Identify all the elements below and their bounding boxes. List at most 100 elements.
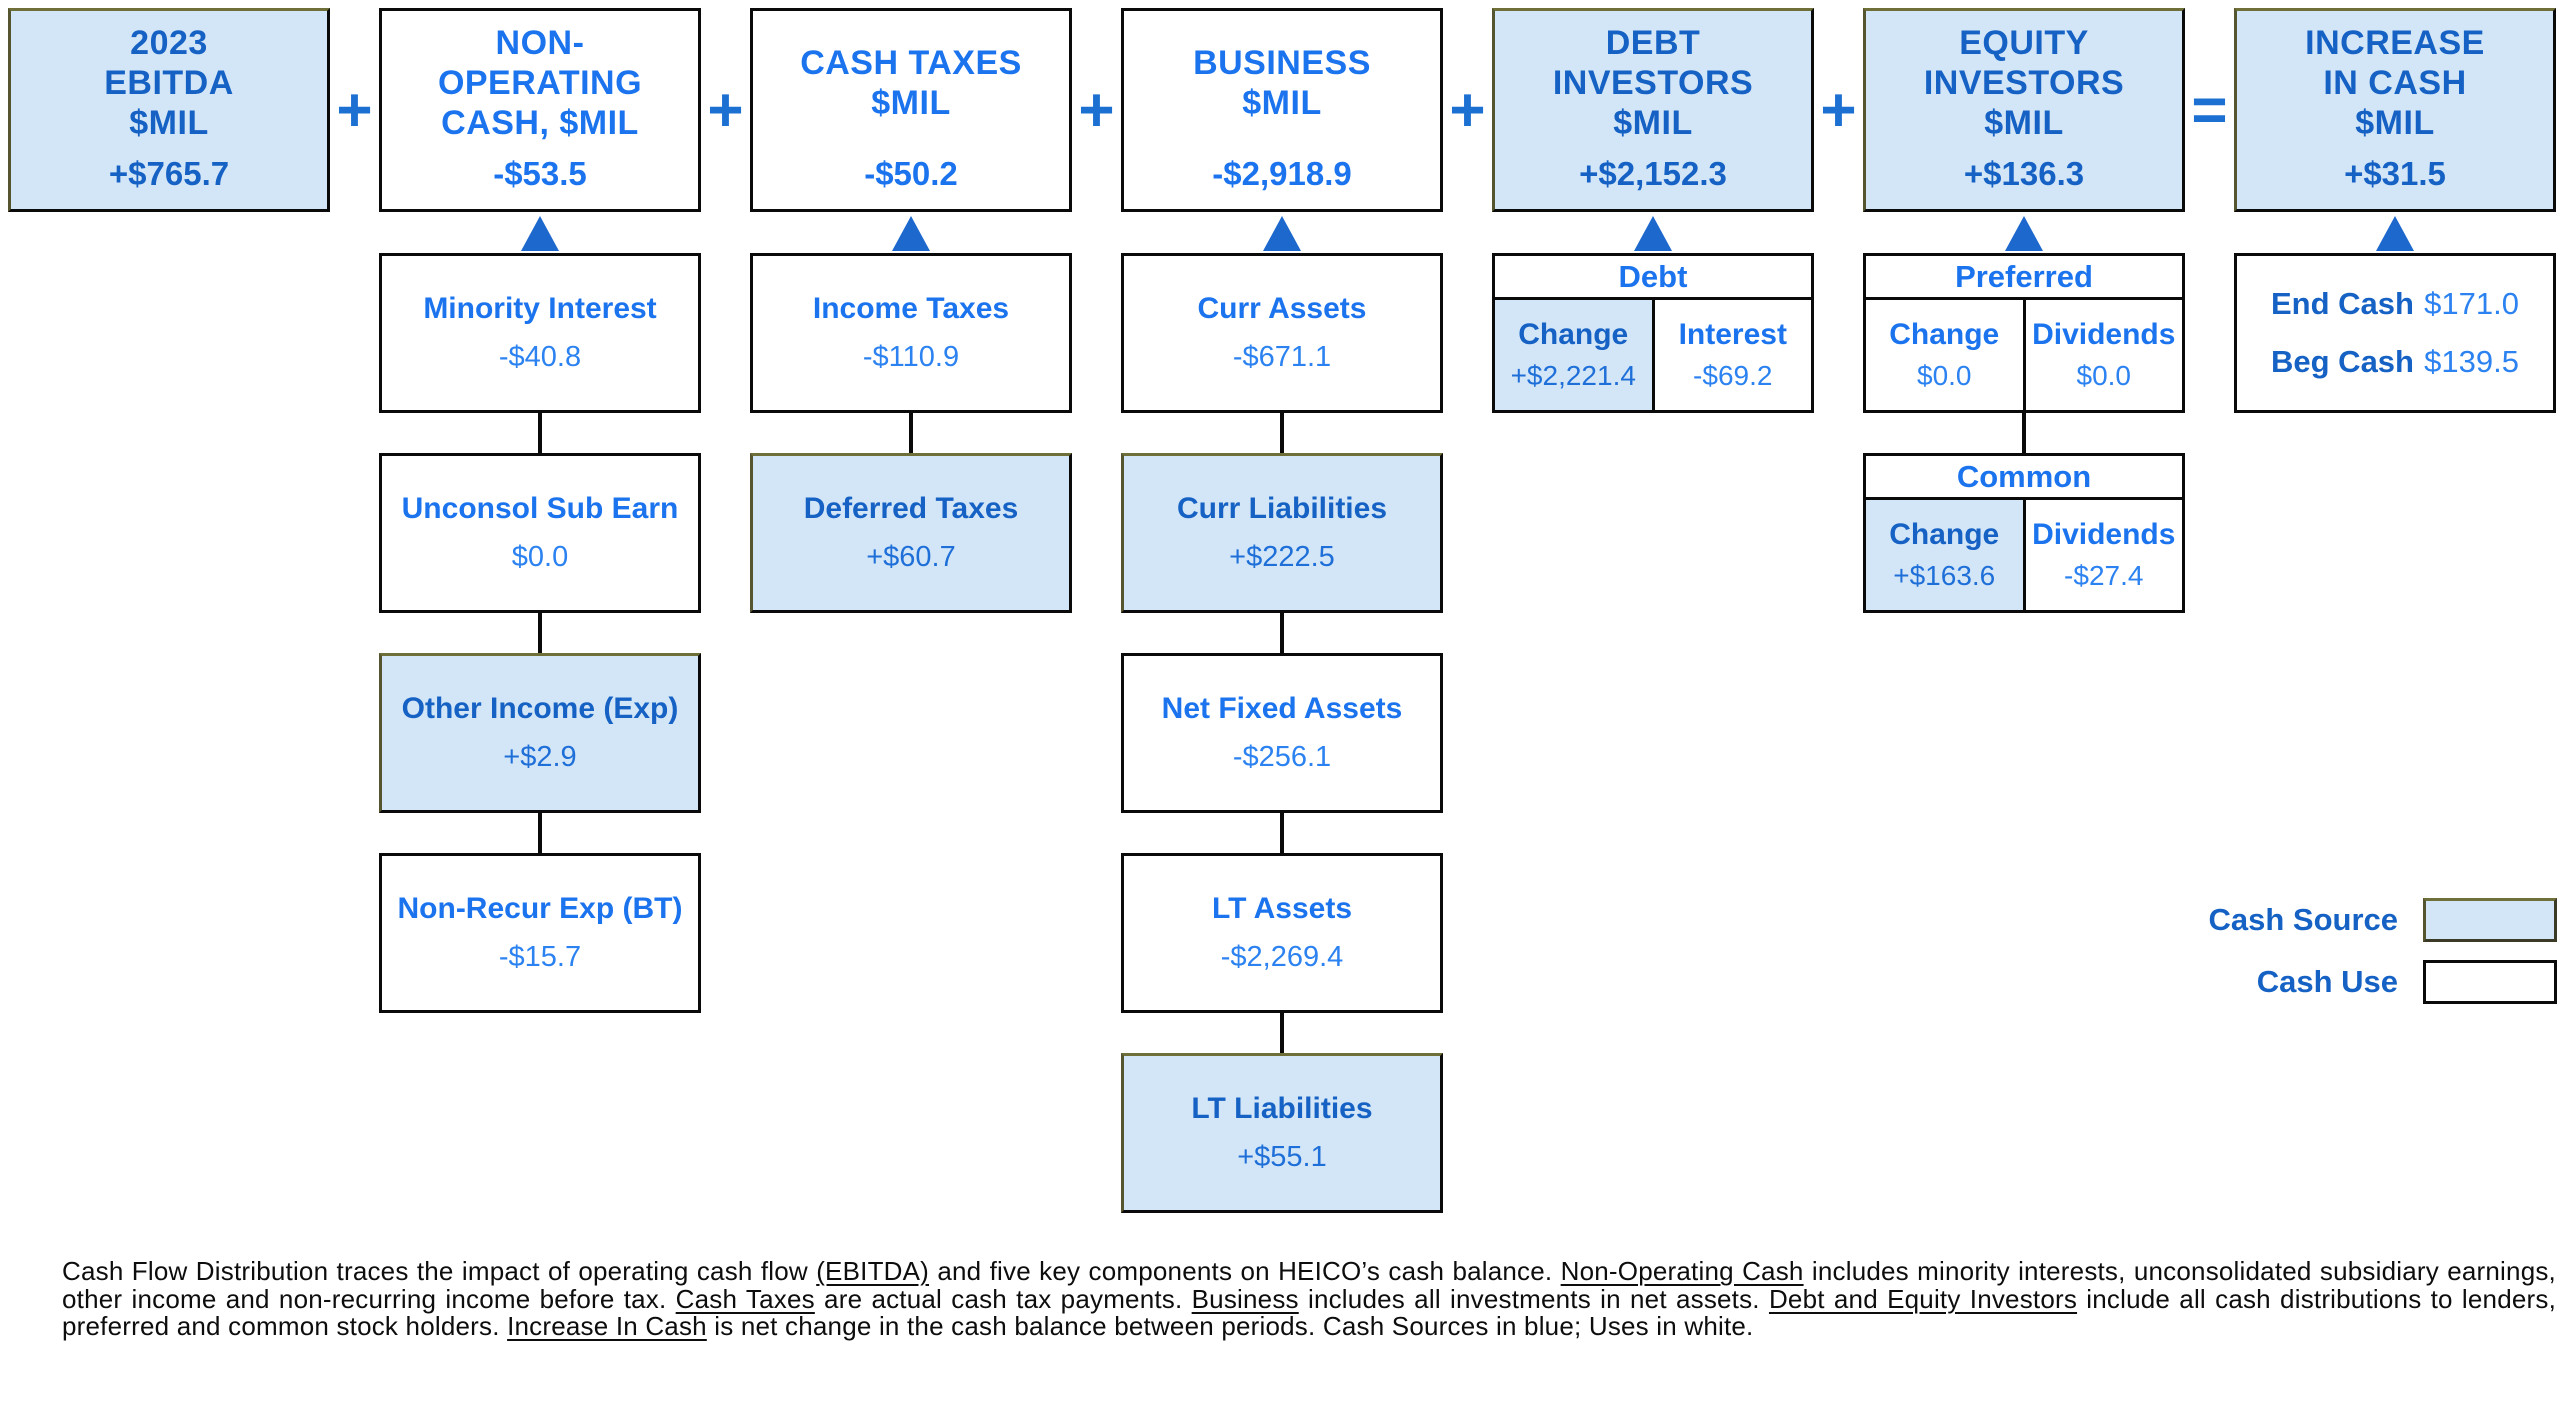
sub-box-value: -$256.1 bbox=[1232, 741, 1332, 773]
legend-source-swatch bbox=[2423, 898, 2557, 942]
footnote-text: are actual cash tax payments. bbox=[814, 1283, 1192, 1314]
sub-box-label: Curr Assets bbox=[1197, 292, 1367, 325]
plus-operator: + bbox=[1820, 75, 1857, 145]
cash-row-label: Beg Cash bbox=[2271, 344, 2414, 379]
up-arrow-icon bbox=[1634, 216, 1672, 251]
legend-use-swatch bbox=[2423, 960, 2557, 1004]
cell-label: Change bbox=[1889, 318, 2000, 351]
sub-box-label: Income Taxes bbox=[812, 292, 1010, 325]
header-title: BUSINESS$MIL bbox=[1193, 11, 1371, 155]
table-cells: Change +$2,221.4 Interest-$69.2 bbox=[1495, 300, 1811, 410]
connector-line bbox=[1280, 613, 1284, 653]
legend-row-use: Cash Use bbox=[2257, 960, 2557, 1004]
title-line: INVESTORS bbox=[1552, 64, 1754, 102]
cell-common-dividends: Dividends -$27.4 bbox=[2022, 500, 2183, 610]
title-line: $MIL bbox=[129, 104, 209, 142]
cell-label: Change bbox=[1518, 318, 1629, 351]
cell-value: -$27.4 bbox=[2064, 560, 2144, 591]
footnote-text: Cash Flow Distribution traces the impact… bbox=[62, 1256, 817, 1286]
sub-box-value: +$60.7 bbox=[866, 541, 956, 573]
title-line: OPERATING bbox=[437, 64, 643, 102]
connector-line bbox=[2022, 413, 2026, 453]
title-line: $MIL bbox=[2355, 104, 2435, 142]
title-line: EQUITY bbox=[1959, 24, 2089, 62]
cell-label: Dividends bbox=[2032, 318, 2176, 351]
header-value: +$765.7 bbox=[108, 155, 230, 192]
footnote-text: and five key components on HEICO’s cash … bbox=[929, 1256, 1561, 1286]
up-arrow-icon bbox=[521, 216, 559, 251]
cell-label: Change bbox=[1889, 518, 2000, 551]
cash-row-value: $171.0 bbox=[2424, 286, 2519, 321]
connector-line bbox=[538, 813, 542, 853]
sub-box-label: Net Fixed Assets bbox=[1161, 692, 1403, 725]
footnote-underlined-term: Debt and Equity Investors bbox=[1768, 1283, 2078, 1314]
connector-line bbox=[909, 413, 913, 453]
plus-operator: + bbox=[1449, 75, 1486, 145]
legend-use-label: Cash Use bbox=[2256, 964, 2398, 999]
sub-box-label: Curr Liabilities bbox=[1176, 492, 1388, 525]
cash-row-end-cash: End Cash $171.0 bbox=[2237, 286, 2553, 322]
sub-box-value: -$15.7 bbox=[498, 941, 582, 973]
sub-box-minority-interest: Minority Interest-$40.8 bbox=[379, 253, 701, 413]
cell-value: $0.0 bbox=[2076, 360, 2132, 391]
sub-box-value: -$671.1 bbox=[1232, 341, 1332, 373]
cash-row-label: End Cash bbox=[2271, 286, 2414, 321]
sub-box-curr-liabilities: Curr Liabilities +$222.5 bbox=[1121, 453, 1443, 613]
table-header: Common bbox=[1866, 456, 2182, 500]
legend-row-source: Cash Source bbox=[2208, 898, 2557, 942]
sub-box-label: Unconsol Sub Earn bbox=[401, 492, 679, 525]
cell-value: $0.0 bbox=[1917, 360, 1972, 391]
sub-box-value: +$55.1 bbox=[1237, 1141, 1327, 1173]
sub-box-lt-assets: LT Assets -$2,269.4 bbox=[1121, 853, 1443, 1013]
header-value: +$31.5 bbox=[2344, 155, 2446, 192]
title-line: IN CASH bbox=[2323, 64, 2467, 102]
cell-preferred-change: Change $0.0 bbox=[1866, 300, 2023, 410]
plus-operator: + bbox=[336, 75, 373, 145]
connector-line bbox=[1280, 1013, 1284, 1053]
sub-box-income-taxes: Income Taxes-$110.9 bbox=[750, 253, 1072, 413]
sub-box-value: -$2,269.4 bbox=[1220, 941, 1344, 973]
footnote-underlined-term: Cash Taxes bbox=[675, 1283, 815, 1314]
sub-box-value: -$40.8 bbox=[498, 341, 582, 373]
sub-box-non-recur-exp-bt: Non-Recur Exp (BT)-$15.7 bbox=[379, 853, 701, 1013]
sub-box-label: LT Assets bbox=[1211, 892, 1353, 925]
title-line: DEBT bbox=[1605, 24, 1701, 62]
sub-box-label: Deferred Taxes bbox=[803, 492, 1019, 525]
connector-line bbox=[1280, 413, 1284, 453]
title-line: CASH, $MIL bbox=[441, 104, 639, 142]
cell-debt-change: Change +$2,221.4 bbox=[1495, 300, 1652, 410]
sub-box-value: +$222.5 bbox=[1229, 541, 1335, 573]
sub-box-value: $0.0 bbox=[511, 541, 569, 573]
cell-value: +$2,221.4 bbox=[1510, 360, 1636, 391]
footnote-underlined-term: Business bbox=[1191, 1283, 1299, 1314]
equals-operator: = bbox=[2191, 75, 2228, 145]
legend: Cash Source Cash Use bbox=[2208, 898, 2557, 1004]
connector-line bbox=[538, 413, 542, 453]
cash-row-beg-cash: Beg Cash $139.5 bbox=[2237, 344, 2553, 380]
title-line: CASH TAXES bbox=[800, 44, 1022, 82]
legend-source-label: Cash Source bbox=[2208, 902, 2398, 937]
cell-label: Dividends bbox=[2032, 518, 2176, 551]
sub-box-lt-liabilities: LT Liabilities+$55.1 bbox=[1121, 1053, 1443, 1213]
cell-debt-interest: Interest-$69.2 bbox=[1651, 300, 1812, 410]
table-header: Debt bbox=[1495, 256, 1811, 300]
header-box-cash-taxes: CASH TAXES$MIL-$50.2 bbox=[750, 8, 1072, 212]
footnote-text: is net change in the cash balance betwee… bbox=[706, 1311, 1754, 1341]
title-line: 2023 bbox=[130, 24, 208, 62]
cash-row-value: $139.5 bbox=[2424, 344, 2519, 379]
header-value: -$53.5 bbox=[493, 155, 587, 192]
title-line: BUSINESS bbox=[1193, 44, 1371, 82]
footnote: Cash Flow Distribution traces the impact… bbox=[62, 1256, 2556, 1341]
